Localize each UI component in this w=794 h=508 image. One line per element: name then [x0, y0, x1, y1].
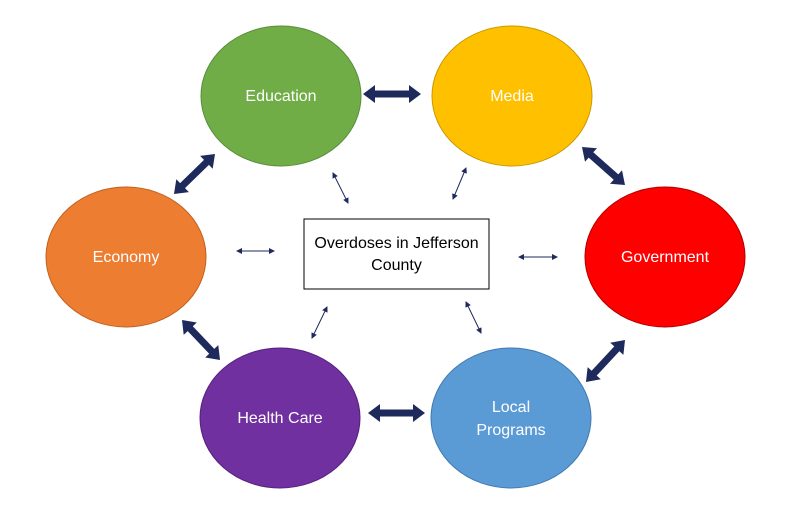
thin-arrow-local-programs-center: [465, 301, 482, 334]
media-node: [431, 25, 593, 167]
education-label: Education: [245, 88, 316, 105]
thin-arrow-health-care-center: [311, 306, 328, 339]
education-node: [200, 25, 362, 167]
health-care-node: [199, 347, 361, 489]
arrow-education-media: [363, 85, 421, 103]
arrow-media-government: [582, 147, 625, 185]
center-label-line1: Overdoses in Jefferson: [314, 235, 478, 252]
local-programs-label-line1: Local: [492, 399, 530, 416]
center-box: [303, 218, 490, 290]
arrow-government-local-programs: [586, 340, 625, 382]
thick-arrows: [174, 85, 625, 422]
thin-arrow-media-center: [452, 167, 467, 200]
arrow-local-programs-health-care: [368, 404, 425, 422]
arrow-health-care-economy: [182, 320, 220, 360]
thin-arrows: [236, 167, 558, 339]
center-label-line2: County: [371, 257, 422, 274]
economy-node: [45, 186, 207, 328]
thin-arrow-education-center: [332, 172, 349, 204]
economy-label: Economy: [93, 249, 160, 266]
local-programs-label-line2: Programs: [476, 422, 545, 439]
arrow-economy-education: [174, 154, 215, 194]
local-programs-node: [430, 347, 592, 489]
government-label: Government: [621, 249, 710, 266]
media-label: Media: [490, 88, 534, 105]
government-node: [584, 186, 746, 328]
health-care-label: Health Care: [237, 410, 322, 427]
